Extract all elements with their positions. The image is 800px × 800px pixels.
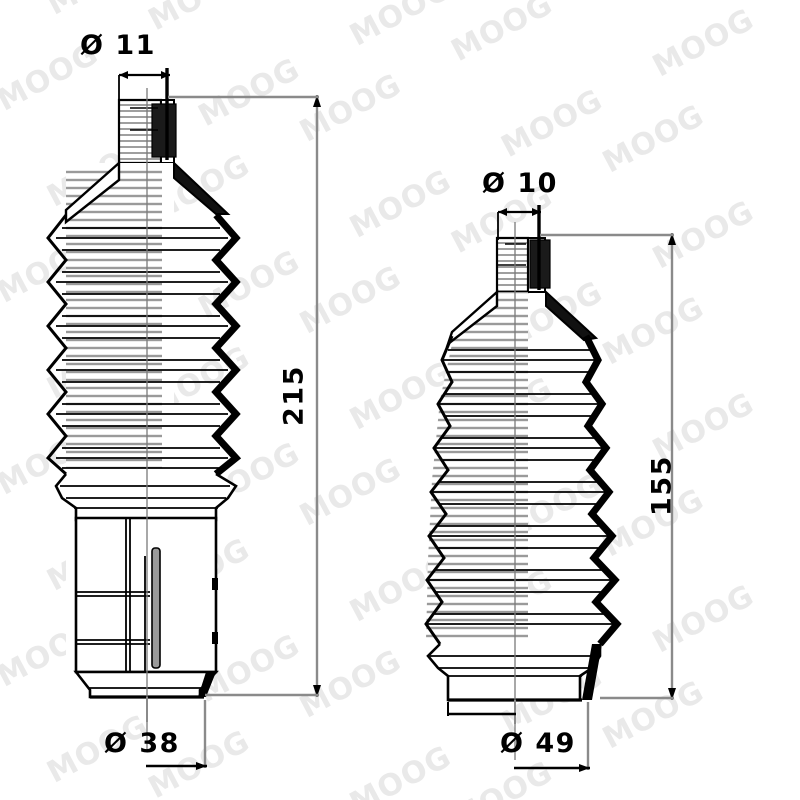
dim-arrow-dia10-left [498,208,507,216]
dimension-label-length-left: 215 [278,365,310,426]
right-bellows-hatch [426,292,528,640]
right-dimension-lines [447,205,676,772]
left-part-sleeve [73,516,219,699]
dim-arrow-215-bottom [313,685,321,697]
left-bellows-shoulder-left [64,160,121,225]
left-sleeve-lug [212,632,218,644]
left-bellows-ridge-lines [56,227,228,469]
left-base-flange-shadow [198,672,216,697]
left-part-neck [117,98,177,165]
left-bellows-left-profile [45,214,68,476]
dim-arrow-dia11-left [119,71,128,79]
dim-arrow-dia49-right [579,764,590,772]
right-part-neck [495,236,551,294]
dim-arrow-215-top [313,95,321,107]
right-bellows-ridge-lines [425,349,618,625]
left-sleeve-lug [212,578,218,590]
dim-arrow-155-top [668,233,676,245]
dim-arrow-dia38-right [196,762,207,770]
dimension-label-top-diameter-left: Ø 11 [80,30,156,61]
right-bellows-shoulder-right [545,289,599,342]
left-sleeve-detail-lines [76,518,150,672]
dimension-label-length-right: 155 [646,455,678,516]
right-part-group [424,222,622,760]
left-sleeve-outline [74,516,218,674]
dim-arrow-dia10-right [532,208,541,216]
left-transition-lines [60,485,230,509]
left-bellows-hatch [66,168,162,468]
dimension-label-bottom-diameter-left: Ø 38 [104,728,180,759]
right-bellows-right-profile [581,334,622,647]
right-base-skirt [426,643,602,702]
left-bellows-shoulder-right [173,160,231,215]
right-base-shadow [582,644,602,700]
left-dimension-lines [118,68,321,770]
dim-arrow-155-bottom [668,688,676,700]
left-sleeve-slot [151,547,161,669]
right-bellows-body [424,289,622,702]
dimension-label-top-diameter-right: Ø 10 [482,168,558,199]
left-base-flange [73,670,219,699]
left-bellows-to-sleeve-transition [54,472,238,522]
dimension-label-bottom-diameter-right: Ø 49 [500,728,576,759]
left-bellows-right-profile [211,212,242,477]
left-part-group [45,88,242,752]
